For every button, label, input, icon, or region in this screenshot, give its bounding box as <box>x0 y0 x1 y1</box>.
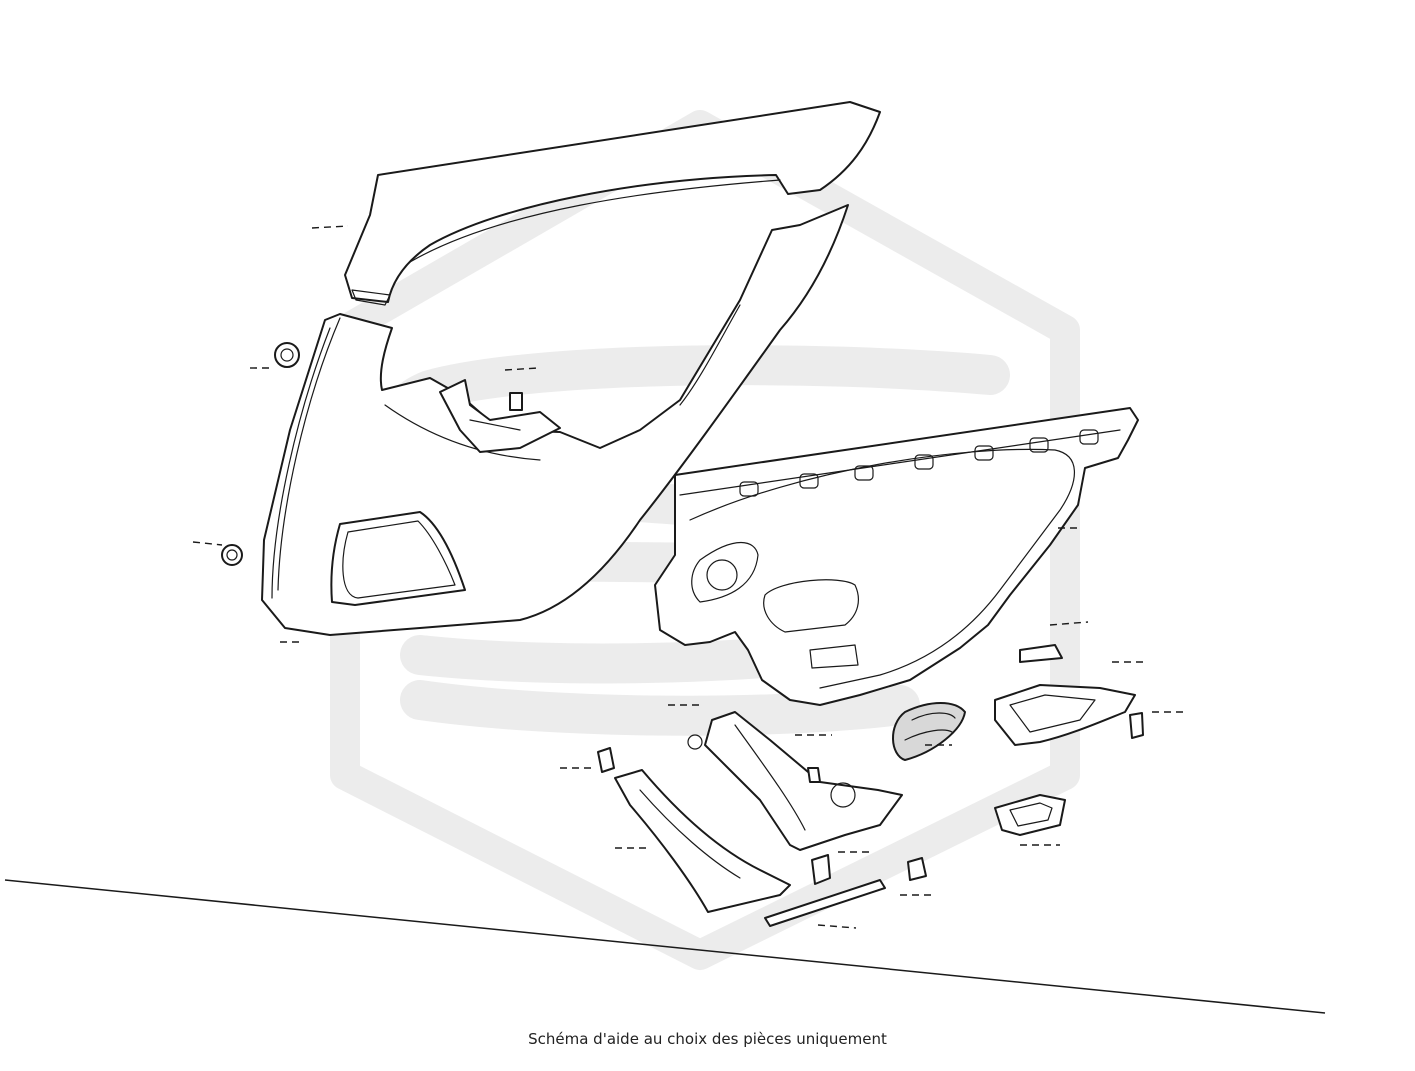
front-panel-bracket <box>439 379 561 453</box>
upper-trim-strip[interactable] <box>344 101 881 306</box>
speaker-grille[interactable] <box>892 702 966 761</box>
door-handle-bezel[interactable] <box>994 644 1136 746</box>
mount-tabs <box>739 429 1099 497</box>
front-door-trim-panel[interactable] <box>261 204 849 636</box>
retaining-clips[interactable] <box>221 342 1144 881</box>
floor-line <box>4 879 1326 1014</box>
pull-handle-trim[interactable] <box>614 769 791 913</box>
reference-leaders <box>192 225 1188 929</box>
armrest-bracket[interactable] <box>687 711 903 851</box>
rear-door-trim-panel[interactable] <box>654 407 1139 706</box>
window-switch[interactable] <box>994 794 1066 836</box>
screws[interactable] <box>509 392 886 927</box>
diagram-caption: Schéma d'aide au choix des pièces unique… <box>528 1030 887 1048</box>
